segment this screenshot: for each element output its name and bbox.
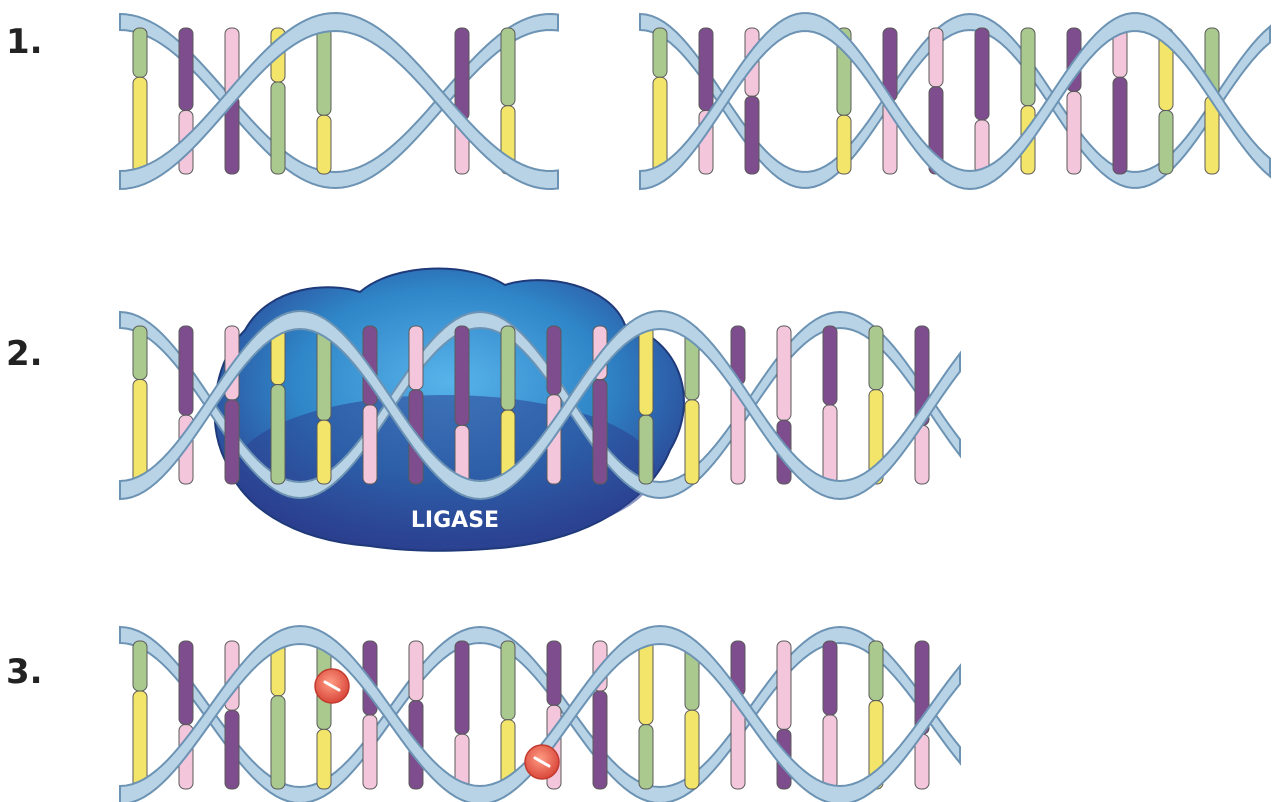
base-bottom (271, 82, 285, 174)
base-bottom (593, 380, 607, 485)
base-top (639, 326, 653, 415)
base-bottom (133, 691, 147, 789)
base-top (777, 641, 791, 729)
base-top (823, 326, 837, 405)
red-seal-dot-icon (525, 745, 559, 779)
base-top (653, 28, 667, 77)
red-seal-dot-icon (315, 669, 349, 703)
base-top (547, 641, 561, 705)
base-bottom (363, 405, 377, 484)
base-top (975, 28, 989, 120)
base-bottom (317, 729, 331, 789)
base-top (133, 326, 147, 380)
base-top (179, 641, 193, 725)
base-bottom (317, 420, 331, 484)
helix-step1-left (120, 13, 558, 189)
base-top (409, 326, 423, 390)
base-bottom (653, 77, 667, 174)
base-bottom (823, 715, 837, 789)
base-top (501, 326, 515, 410)
base-top (501, 28, 515, 106)
base-top (869, 641, 883, 701)
base-bottom (271, 696, 285, 789)
base-bottom (639, 415, 653, 484)
base-bottom (317, 115, 331, 174)
base-top (455, 641, 469, 734)
base-bottom (745, 96, 759, 174)
base-top (639, 641, 653, 725)
base-bottom (363, 715, 377, 789)
base-bottom (225, 400, 239, 484)
base-bottom (133, 380, 147, 485)
base-top (133, 28, 147, 77)
base-bottom (1113, 77, 1127, 174)
base-bottom (271, 385, 285, 484)
base-bottom (1159, 110, 1173, 174)
base-top (547, 326, 561, 395)
base-bottom (685, 710, 699, 789)
base-top (501, 641, 515, 720)
helix-step1-right (640, 13, 1270, 189)
base-bottom (685, 400, 699, 484)
base-top (179, 28, 193, 110)
base-bottom (1067, 92, 1081, 174)
base-bottom (823, 405, 837, 484)
base-top (455, 326, 469, 425)
base-top (777, 326, 791, 420)
base-top (317, 28, 331, 115)
base-bottom (133, 77, 147, 174)
base-top (1021, 28, 1035, 106)
base-bottom (639, 725, 653, 789)
base-bottom (837, 115, 851, 174)
base-bottom (593, 691, 607, 789)
base-top (409, 641, 423, 701)
base-top (699, 28, 713, 110)
base-top (179, 326, 193, 415)
base-top (869, 326, 883, 390)
base-top (455, 28, 469, 120)
base-bottom (225, 710, 239, 789)
ligase-label: LIGASE (411, 508, 499, 533)
base-top (133, 641, 147, 691)
base-top (929, 28, 943, 87)
base-top (823, 641, 837, 715)
